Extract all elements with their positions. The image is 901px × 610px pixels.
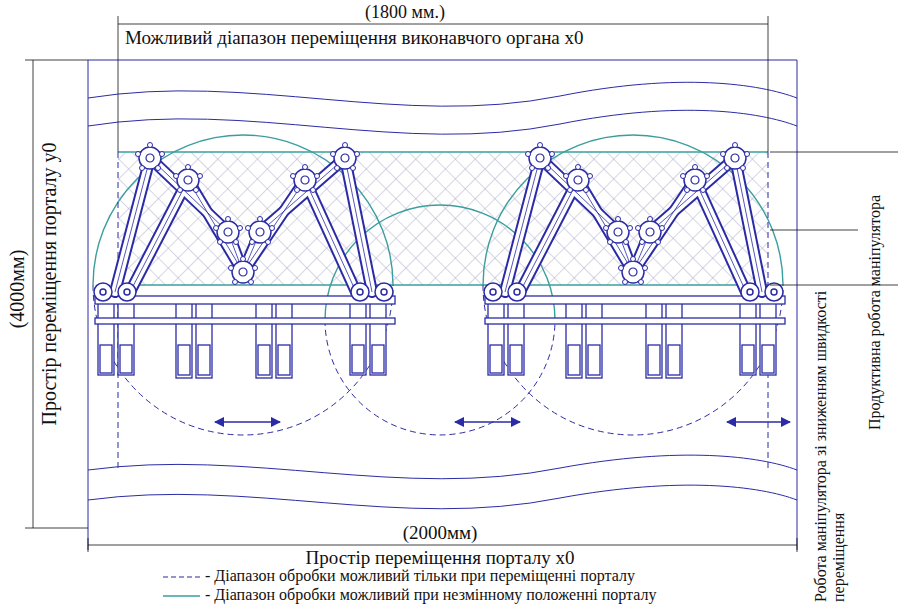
dimension-value: (2000мм) xyxy=(330,522,550,544)
legend-text: - Діапазон обробки можливий тільки при п… xyxy=(205,567,825,585)
reach-arcs xyxy=(93,135,783,320)
dimension-caption: Простір переміщення порталу x0 xyxy=(240,547,640,569)
dimension-caption: Можливий діапазон переміщення виконавчог… xyxy=(125,27,765,49)
legend-sample-dashed xyxy=(163,576,200,577)
dimension-caption: Простір переміщення порталу y0 xyxy=(38,74,61,494)
legend-sample-solid xyxy=(163,595,200,597)
manipulator xyxy=(484,143,785,379)
manipulator xyxy=(94,143,395,379)
dimension-lines xyxy=(25,16,898,552)
zone-note: Робота маніпулятора зі зниженням швидкос… xyxy=(812,232,849,602)
portal-frame xyxy=(88,60,797,550)
dimension-value: (4000мм) xyxy=(6,214,29,364)
dimension-value: (1800 мм.) xyxy=(300,2,510,23)
zone-note: Продуктивна робота маніпулятора xyxy=(866,154,884,430)
motion-arrow xyxy=(215,421,790,423)
legend-text: - Діапазон обробки можливий при незмінно… xyxy=(205,586,825,604)
